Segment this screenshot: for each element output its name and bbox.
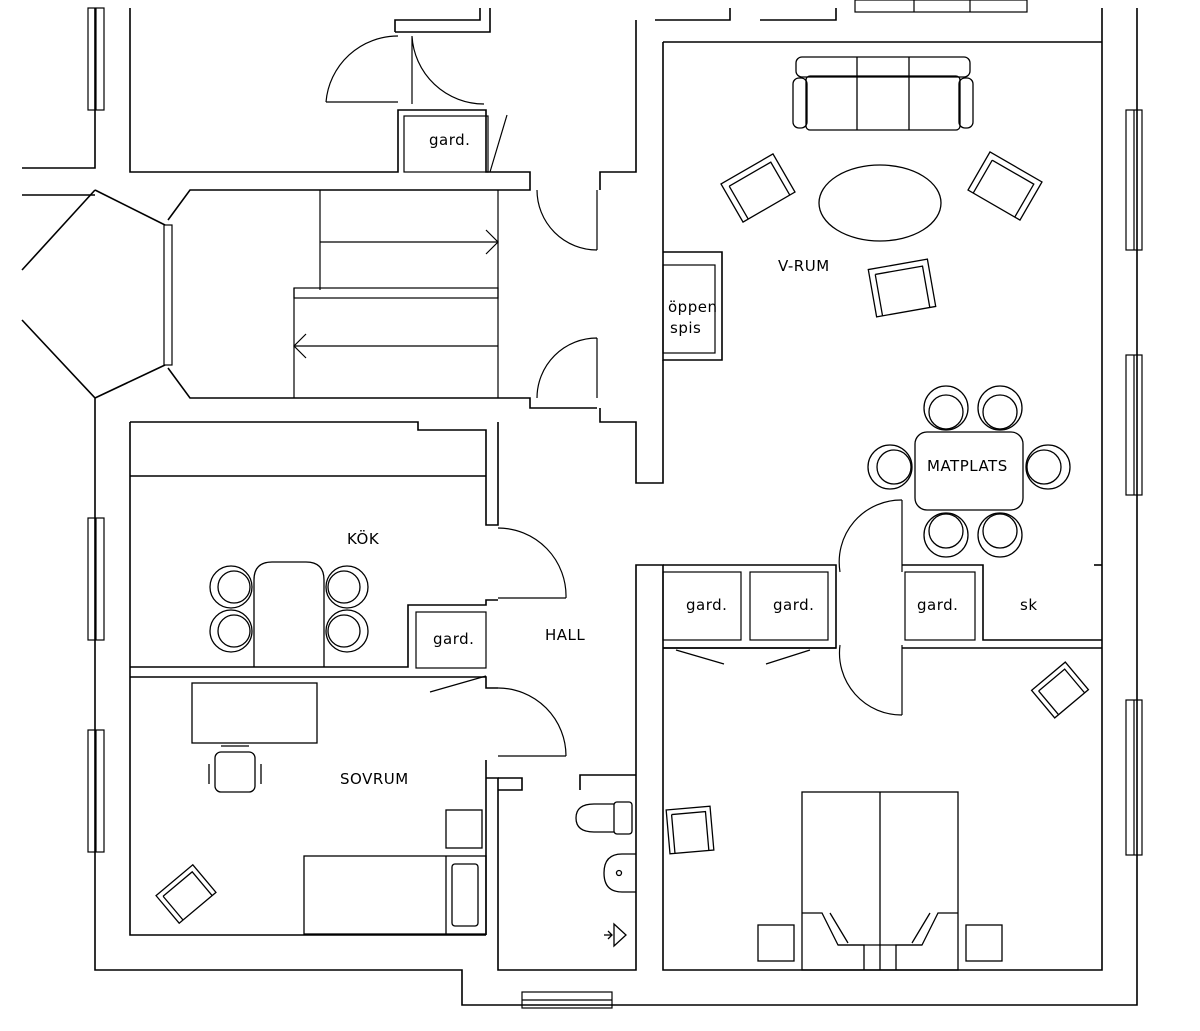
closets — [403, 115, 1102, 669]
room-labels: V-RUM MATPLATS KÖK HALL SOVRUM sk gard. … — [340, 131, 1038, 788]
armchair-master-left — [665, 805, 715, 855]
label-closet-top: gard. — [429, 131, 470, 149]
armchair-front — [867, 258, 937, 318]
desk-chair — [208, 745, 262, 793]
sink — [603, 853, 636, 893]
label-vrum: V-RUM — [778, 257, 830, 275]
label-hall: HALL — [545, 626, 585, 644]
label-closet-bedroom: gard. — [917, 596, 958, 614]
label-closet-hall-2: gard. — [773, 596, 814, 614]
staircase — [293, 190, 499, 398]
kitchen-table-set — [209, 561, 369, 667]
armchair-left — [720, 153, 796, 223]
nightstand-sovrum — [445, 809, 483, 849]
doors — [325, 35, 903, 757]
armchair-right — [967, 151, 1043, 221]
nightstand-right — [965, 924, 1003, 962]
label-fireplace-1: öppen — [668, 298, 717, 316]
windows — [87, 0, 1143, 1009]
coffee-table — [818, 164, 942, 242]
label-matplats: MATPLATS — [927, 457, 1008, 475]
label-fireplace-2: spis — [670, 319, 701, 337]
double-bed — [801, 791, 959, 971]
sofa — [792, 56, 974, 131]
floor-drain-icon — [604, 922, 627, 948]
label-closet-kitchen: gard. — [433, 630, 474, 648]
label-sk: sk — [1020, 596, 1038, 614]
fireplace — [662, 264, 716, 354]
label-sovrum: SOVRUM — [340, 770, 409, 788]
armchair-sovrum — [155, 863, 217, 925]
nightstand-left — [757, 924, 795, 962]
dining-chairs — [867, 385, 1071, 558]
dining-table — [914, 431, 1024, 511]
desk — [191, 682, 318, 744]
outer-walls — [21, 8, 1138, 1006]
single-bed — [303, 855, 487, 935]
label-kok: KÖK — [347, 529, 380, 548]
label-closet-hall-1: gard. — [686, 596, 727, 614]
armchair-master-right — [1030, 661, 1090, 719]
toilet — [575, 801, 633, 835]
